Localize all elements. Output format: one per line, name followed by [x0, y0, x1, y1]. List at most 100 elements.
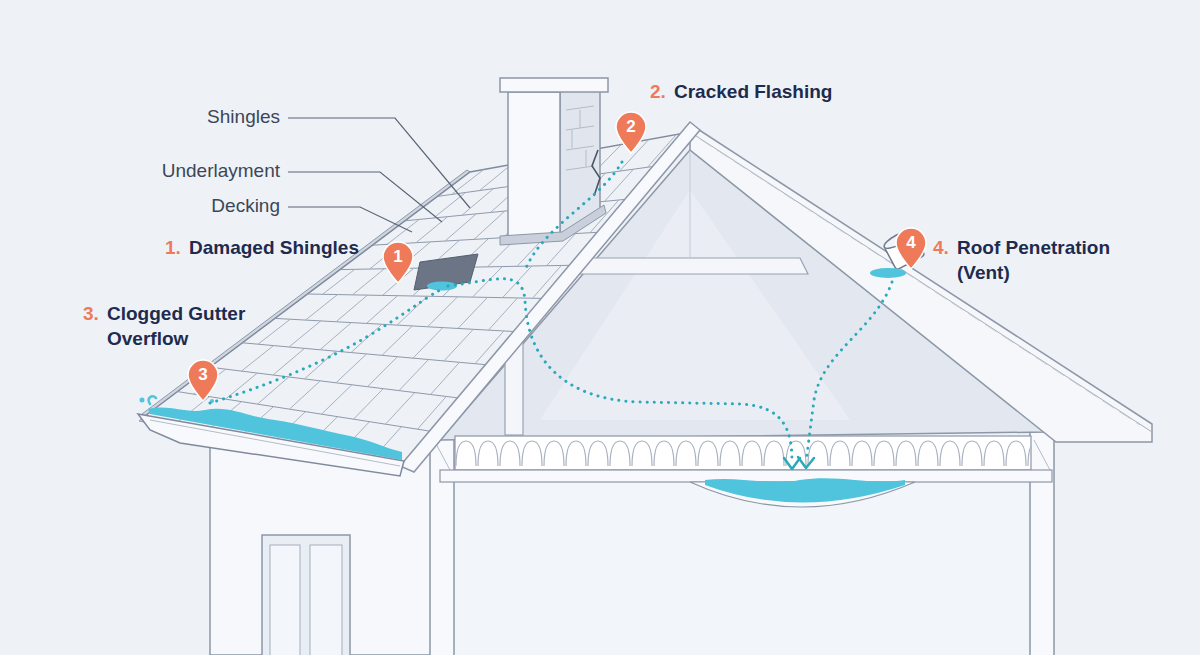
flashing [500, 205, 606, 245]
shingle-lines [458, 297, 488, 328]
gutter [138, 396, 404, 476]
shingle-lines [397, 296, 428, 325]
shingle-lines [399, 360, 429, 391]
callout-pin: 2 [614, 110, 648, 154]
shingle-lines [323, 269, 355, 294]
shingle-lines [353, 269, 385, 295]
shingle-lines [431, 362, 460, 394]
shingle-lines [258, 377, 289, 404]
water-arrowhead [798, 457, 814, 468]
shingle-lines [416, 217, 448, 243]
callout-index: 3. [83, 302, 99, 327]
shingle-lines [243, 343, 491, 365]
house-wall [270, 545, 300, 655]
water-arrowhead [784, 457, 814, 469]
shingle-lines [367, 296, 398, 324]
shingle-lines [336, 295, 368, 322]
damaged-shingle [414, 254, 478, 290]
water-arrowhead [784, 458, 800, 469]
callout-pin: 4 [894, 226, 928, 270]
shingle-lines [387, 219, 419, 244]
shingle-lines [428, 297, 458, 327]
chimney [566, 146, 594, 150]
house-wall [262, 535, 350, 655]
shingle-lines [258, 319, 290, 344]
shingle-lines [336, 354, 367, 383]
flashing [500, 205, 606, 245]
shingle-lines [178, 135, 677, 459]
callout-pin: 1 [381, 240, 415, 284]
chimney [508, 92, 560, 241]
callout-title: Roof Penetration (Vent) [957, 236, 1137, 285]
right-roof [700, 139, 1140, 425]
gutter [140, 398, 145, 403]
water-path [448, 279, 792, 462]
callout-number: 1 [381, 246, 415, 268]
ceiling [705, 478, 905, 502]
callout-index: 2. [650, 80, 666, 105]
shingle-lines [444, 329, 473, 361]
callout-index: 4. [933, 236, 949, 261]
interior-room [430, 428, 1054, 655]
callout-title: Cracked Flashing [674, 80, 832, 105]
gutter [150, 420, 400, 466]
insulation [455, 436, 1031, 470]
shingle-lines [290, 381, 321, 409]
shingle-lines [368, 357, 398, 387]
part-label: Underlayment [162, 159, 280, 184]
chimney [580, 110, 581, 128]
shingle-lines [445, 214, 476, 241]
attic-space [578, 258, 808, 274]
insulation [455, 436, 1031, 470]
insulation [455, 436, 1031, 470]
callout-number: 3 [186, 364, 220, 386]
callout-title: Clogged Gutter Overflow [107, 302, 272, 351]
callout-title: Damaged Shingles [189, 236, 359, 261]
shingle-lines [382, 326, 412, 355]
part-label: Shingles [207, 105, 280, 130]
leader-line [288, 207, 412, 232]
left-roof [145, 132, 690, 465]
callout-index: 1. [165, 236, 181, 261]
shingle-lines [320, 323, 351, 350]
roof-vent [870, 268, 906, 278]
callout-number: 4 [894, 232, 928, 254]
shingle-lines [273, 348, 305, 375]
left-roof [139, 132, 690, 470]
callout-pin: 3 [186, 358, 220, 402]
right-roof [690, 124, 1152, 442]
chimney [586, 150, 587, 167]
shingle-lines [354, 389, 384, 420]
part-label: Decking [211, 194, 280, 219]
shingle-lines [413, 328, 443, 359]
house-wall [310, 545, 342, 655]
shingle-lines [489, 298, 518, 330]
callout-number: 2 [614, 116, 648, 138]
chimney [566, 166, 594, 170]
interior-room [1030, 428, 1054, 655]
shingle-lines [322, 385, 352, 414]
leader-line [288, 118, 470, 208]
damaged-shingle [427, 282, 457, 291]
ceiling [440, 470, 1052, 507]
shingle-lines [474, 211, 505, 239]
chimney [500, 78, 608, 92]
interior-room [1034, 440, 1050, 470]
shingle-lines [306, 295, 338, 321]
shingle-lines [351, 324, 382, 352]
damaged-shingle [414, 254, 478, 291]
right-roof [690, 132, 1152, 432]
shingle-lines [480, 165, 512, 191]
water-path [806, 282, 892, 462]
shingle-lines [289, 321, 321, 347]
chimney [566, 106, 594, 110]
chimney [572, 130, 573, 148]
interior-room [432, 470, 1052, 655]
leader-line [288, 172, 442, 222]
shingle-lines [242, 346, 274, 372]
shingle-lines [386, 393, 415, 425]
shingle-lines [462, 189, 494, 216]
right-roof [690, 124, 1152, 442]
